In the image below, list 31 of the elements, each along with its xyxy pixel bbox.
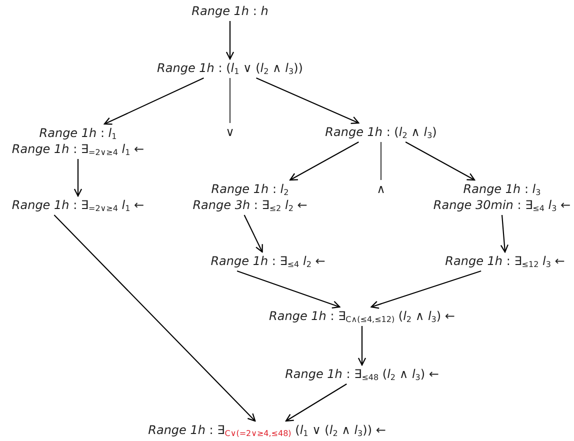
arrow (236, 270, 340, 309)
formula-text: Range 1h : (l$_{2}$ ∧ l$_{3}$) (325, 124, 437, 140)
formula-text: Range 1h : l$_{2}$ (211, 181, 289, 197)
formula-text: Range 3h : ∃$_{≤2}$ l$_{2}$ ← (192, 197, 308, 213)
arrow (244, 214, 263, 253)
formula-text: Range 1h : (l$_{1}$ ∨ (l$_{2}$ ∧ l$_{3}$)) (157, 60, 303, 76)
formula-text: Range 1h : h (192, 3, 268, 19)
arrow (500, 214, 508, 253)
formula-text: Range 1h : ∃$_{C∨(=2∨≥4,≤48)}$ (l$_{1}$ ∨ (l$_{2}$ ∧ l$_{3}$)) ← (148, 422, 386, 438)
formula-text: Range 1h : ∃$_{C∧(≤4,≤12)}$ (l$_{2}$ ∧ l$_{3}$) ← (269, 308, 455, 324)
formula-text: Range 1h : l$_{1}$ (39, 125, 117, 141)
formula-text: Range 30min : ∃$_{≤4}$ l$_{3}$ ← (433, 197, 571, 213)
formula-text: Range 1h : l$_{3}$ (463, 181, 541, 197)
arrow (104, 78, 204, 125)
arrow (256, 78, 360, 124)
arrow (290, 142, 359, 181)
formula-text: Range 1h : ∃$_{≤12}$ l$_{3}$ ← (445, 253, 565, 269)
arrow (285, 384, 347, 422)
formula-text: Range 1h : ∃$_{=2∨≥4}$ l$_{1}$ ← (12, 141, 144, 157)
connector-line (380, 142, 382, 180)
arrow (226, 21, 234, 60)
arrow (74, 159, 82, 197)
arrow (54, 214, 256, 422)
arrow (405, 142, 476, 181)
formula-text: Range 1h : ∃$_{≤4}$ l$_{2}$ ← (210, 253, 326, 269)
formula-text: Range 1h : ∃$_{≤48}$ (l$_{2}$ ∧ l$_{3}$) ← (285, 366, 439, 382)
formula-text: Range 1h : ∃$_{=2∨≥4}$ l$_{1}$ ← (12, 197, 144, 213)
arrow (370, 270, 482, 309)
formula-text: ∧ (376, 181, 386, 197)
formula-text: ∨ (226, 124, 234, 140)
arrow (358, 326, 366, 366)
